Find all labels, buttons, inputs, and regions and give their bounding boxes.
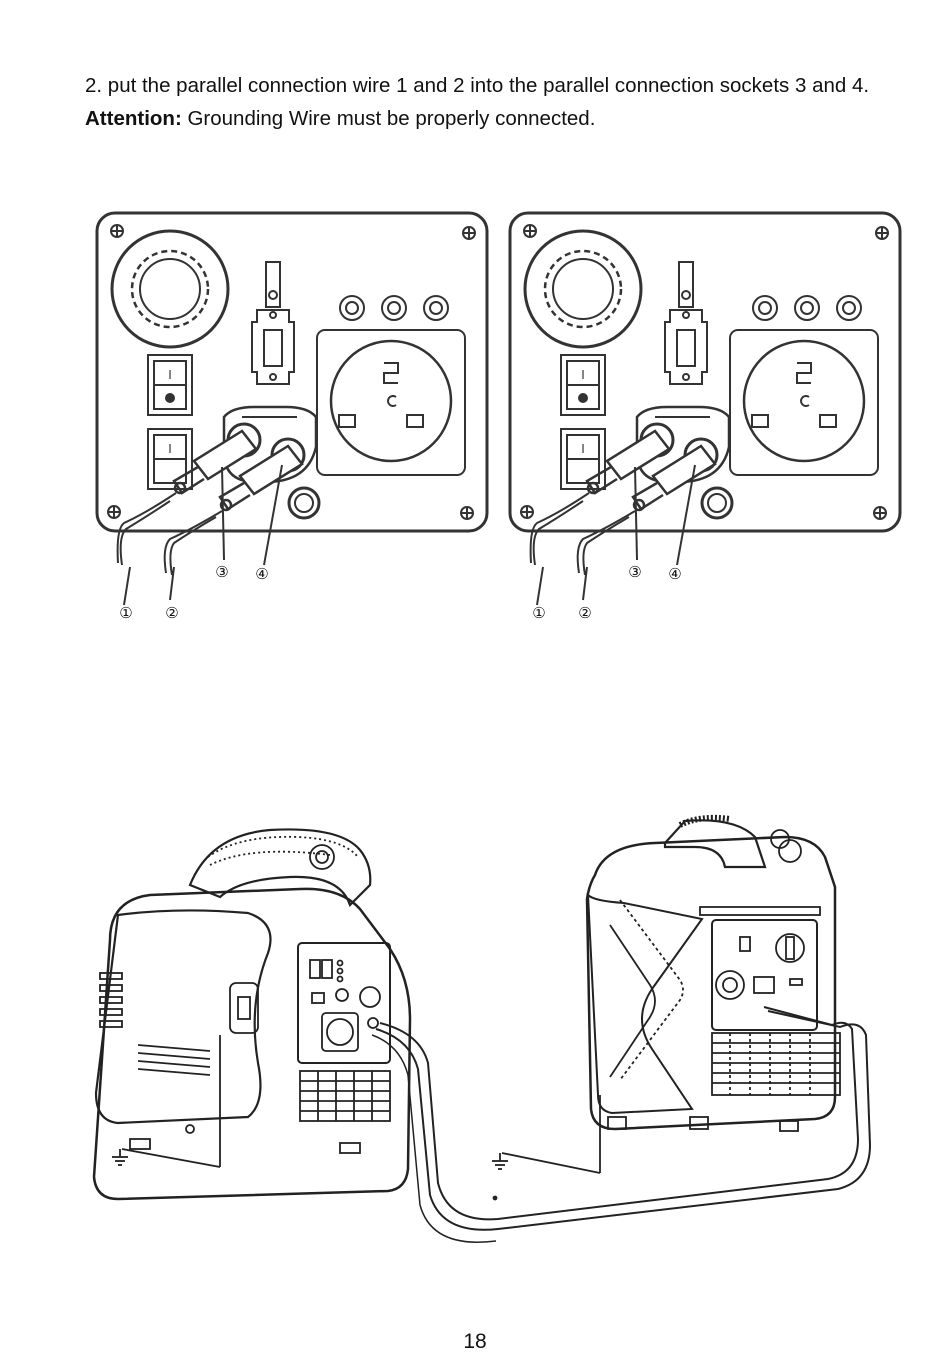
screw-icon: [463, 227, 475, 239]
switch-lower: [561, 429, 605, 489]
screw-icon: [876, 227, 888, 239]
screw-icon: [521, 506, 533, 518]
indicator-light: [837, 296, 861, 320]
screw-icon: [461, 507, 473, 519]
switch-label: I: [581, 368, 585, 382]
switch-label: I: [168, 368, 172, 382]
screw-icon: [108, 506, 120, 518]
indicator-light: [795, 296, 819, 320]
wire-1: [118, 493, 176, 565]
callout-1: ①: [119, 604, 132, 622]
ground-wire-right: [492, 1095, 600, 1173]
generator-left: [94, 829, 410, 1199]
wire-2: [578, 511, 635, 575]
generator-right: [587, 818, 840, 1131]
screw-icon: [874, 507, 886, 519]
callout-3: ③: [215, 563, 228, 581]
attention-line: Attention: Grounding Wire must be proper…: [85, 103, 905, 136]
indicator-light: [424, 296, 448, 320]
indicator-light: [340, 296, 364, 320]
side-x-frame: [588, 895, 702, 1113]
ac-outlet: [317, 330, 465, 475]
step-2-text: 2. put the parallel connection wire 1 an…: [85, 70, 905, 103]
page-number: 18: [0, 1330, 950, 1354]
grille: [300, 1071, 390, 1121]
switch-upper: [148, 355, 192, 415]
control-panel-diagram-left: I I ③ ④ ① ②: [92, 205, 492, 625]
control-panel-diagram-right: I I ③ ④ ① ②: [505, 205, 905, 625]
screw-icon: [111, 225, 123, 237]
attention-text: Grounding Wire must be properly connecte…: [182, 107, 596, 130]
grille: [712, 1033, 840, 1095]
indicator-light: [753, 296, 777, 320]
usb-port: [665, 262, 707, 384]
choke-dial: [525, 231, 641, 347]
callout-2: ②: [165, 604, 178, 622]
parallel-generators-illustration: [90, 805, 880, 1245]
usb-port: [252, 262, 294, 384]
callout-2: ②: [578, 604, 591, 622]
side-cover: [96, 910, 271, 1123]
vent-slots: [100, 973, 210, 1075]
switch-label: I: [168, 442, 172, 456]
ac-outlet: [730, 330, 878, 475]
callout-4: ④: [255, 565, 268, 583]
wire-2: [165, 511, 222, 575]
ground-terminal: [289, 488, 319, 518]
wire-1: [531, 493, 589, 565]
choke-dial: [112, 231, 228, 347]
indicator-light: [382, 296, 406, 320]
ground-terminal: [702, 488, 732, 518]
screw-icon: [524, 225, 536, 237]
switch-label: I: [581, 442, 585, 456]
switch-lower: [148, 429, 192, 489]
callout-4: ④: [668, 565, 681, 583]
attention-label: Attention:: [85, 107, 182, 130]
callout-3: ③: [628, 563, 641, 581]
switch-upper: [561, 355, 605, 415]
instruction-text: 2. put the parallel connection wire 1 an…: [85, 70, 905, 135]
callout-1: ①: [532, 604, 545, 622]
